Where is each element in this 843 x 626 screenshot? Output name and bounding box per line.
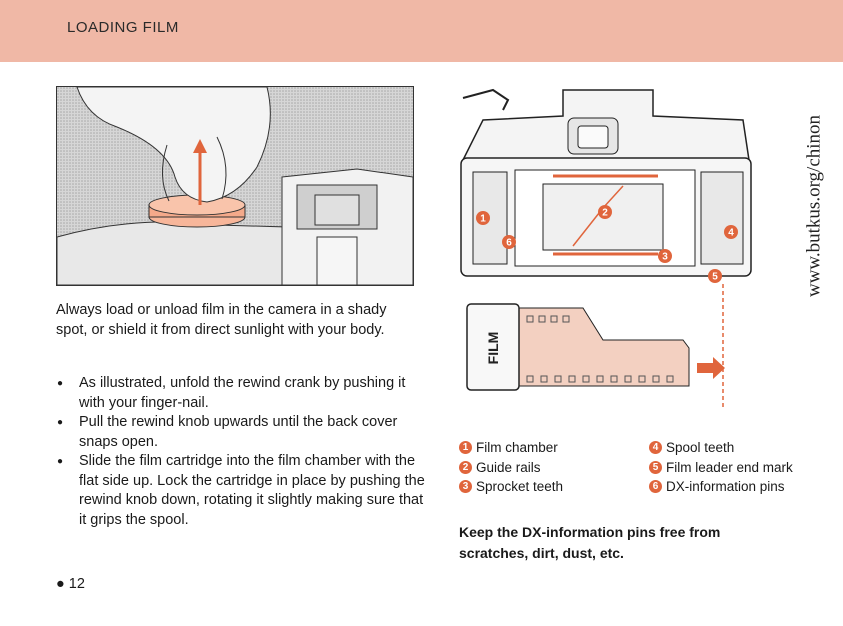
- legend-item: 2 Guide rails: [459, 458, 563, 478]
- callout-2: 2: [602, 208, 608, 219]
- camera-back-diagram: 1 2 3 4 5 6 FILM: [460, 88, 752, 410]
- legend-label: Film leader end mark: [666, 459, 793, 475]
- instruction-list: As illustrated, unfold the rewind crank …: [56, 374, 426, 530]
- photo-illustration: [57, 87, 413, 285]
- legend-item: 6 DX-information pins: [649, 477, 793, 497]
- legend-label: Spool teeth: [666, 440, 735, 455]
- rewind-crank-photo: [56, 86, 414, 286]
- callout-1: 1: [480, 214, 486, 225]
- legend-label: DX-information pins: [666, 479, 785, 494]
- callout-4: 4: [728, 228, 734, 239]
- legend-item: 3 Sprocket teeth: [459, 477, 563, 497]
- legend-left: 1 Film chamber 2 Guide rails 3 Sprocket tee…: [459, 438, 563, 497]
- legend-item: 5 Film leader end mark: [649, 458, 793, 478]
- legend-item: 1 Film chamber: [459, 438, 563, 458]
- callout-6: 6: [506, 238, 512, 249]
- page-title: LOADING FILM: [67, 19, 179, 36]
- instruction-item: Pull the rewind knob upwards until the b…: [56, 413, 426, 452]
- legend-number: 1: [459, 441, 472, 455]
- legend-label: Guide rails: [476, 459, 541, 475]
- header-band: [0, 0, 843, 62]
- legend-number: 2: [459, 460, 472, 474]
- legend-number: 6: [649, 480, 662, 494]
- page-number: ● 12: [56, 576, 85, 592]
- care-note: Keep the DX-information pins free from s…: [459, 524, 721, 561]
- watermark: www.butkus.org/chinon: [803, 114, 824, 297]
- instruction-item: Slide the film cartridge into the film c…: [56, 452, 426, 530]
- legend-label: Film chamber: [476, 440, 558, 455]
- callout-3: 3: [662, 252, 668, 263]
- legend-number: 3: [459, 480, 472, 494]
- legend-right: 4 Spool teeth 5 Film leader end mark 6 DX-i…: [649, 438, 793, 497]
- legend-number: 4: [649, 441, 662, 455]
- callout-5: 5: [712, 272, 718, 283]
- cartridge-label: FILM: [485, 332, 501, 365]
- legend-item: 4 Spool teeth: [649, 438, 793, 458]
- instruction-item: As illustrated, unfold the rewind crank …: [56, 374, 426, 413]
- legend-label: Sprocket teeth: [476, 479, 564, 494]
- legend-number: 5: [649, 460, 662, 474]
- watermark-text: www.butkus.org/chinon: [803, 114, 824, 297]
- intro-paragraph: Always load or unload film in the camera…: [56, 302, 387, 338]
